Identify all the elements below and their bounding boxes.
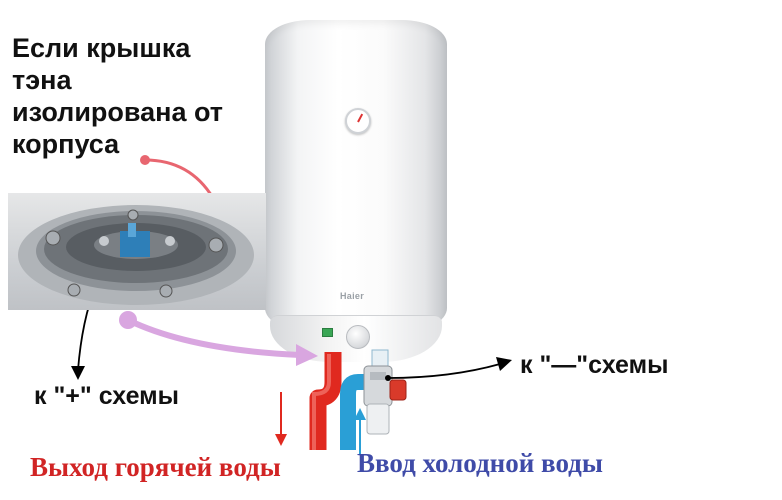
temperature-knob [346,325,370,349]
hot-water-pipe [309,352,342,450]
heater-element-photo [8,193,266,310]
element-location-arrow [119,311,318,366]
water-heater-tank [265,20,447,332]
lid-isolation-note: Если крышка тэна изолирована от корпуса [12,33,224,159]
power-indicator [322,328,333,337]
thermometer-icon [345,108,371,134]
safety-valve-icon [363,365,407,435]
cold-water-inlet-label: Ввод холодной воды [357,448,603,478]
minus-circuit-label: к "—"схемы [520,351,669,379]
hot-water-outlet-label: Выход горячей воды [30,452,281,482]
plus-circuit-label: к "+" схемы [34,382,179,410]
hot-flow-arrow [275,392,287,446]
hot-pipe-highlight [312,354,331,450]
brand-logo: Haier [340,291,365,301]
minus-wire-arrow [385,357,512,381]
cold-flow-arrow [354,408,366,454]
cold-pipe-connector [371,349,389,367]
